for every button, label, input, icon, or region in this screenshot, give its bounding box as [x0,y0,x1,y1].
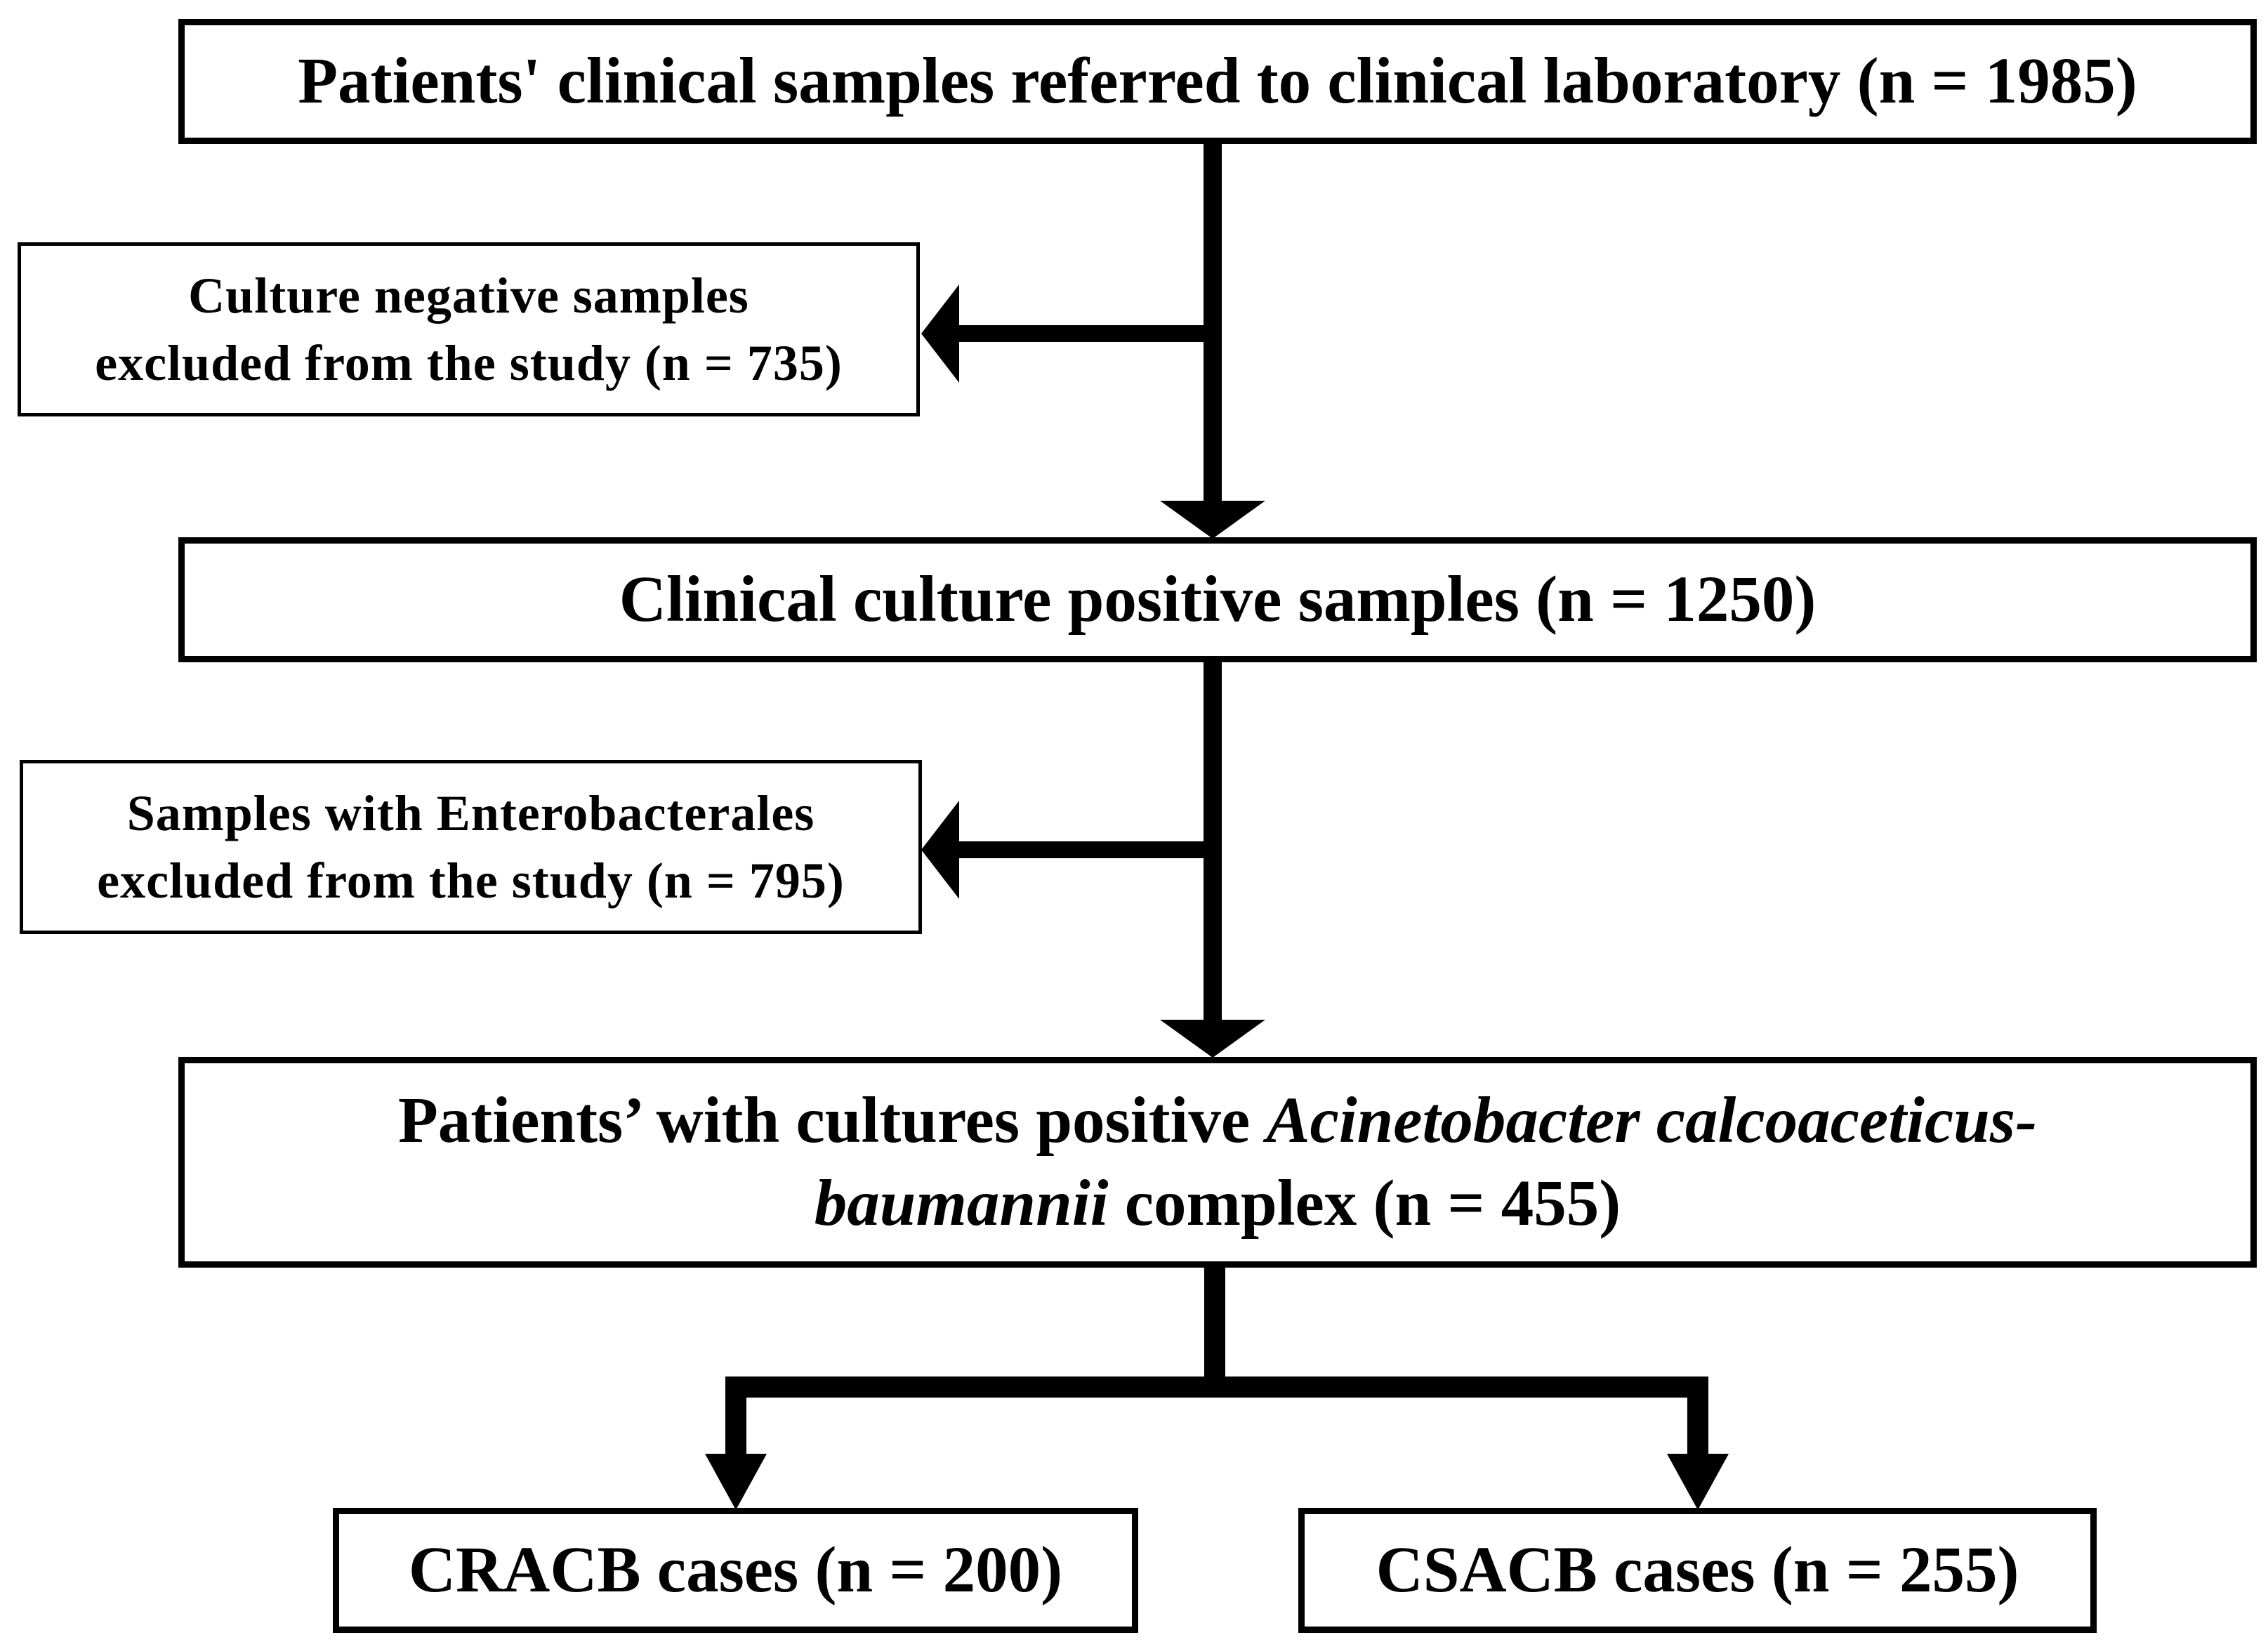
arrowhead-left-exclusion-2 [921,801,959,899]
box-cracb-cases: CRACB cases (n = 200) [333,1508,1138,1633]
box-culture-positive-samples: Clinical culture positive samples (n = 1… [178,537,2257,662]
acb-line2: baumannii complex (n = 455) [815,1162,1621,1245]
box-csacb-cases: CSACB cases (n = 255) [1298,1508,2097,1633]
box-clinical-samples-referred-text: Patients' clinical samples referred to c… [298,45,2137,117]
box-acb-complex-patients: Patients’ with cultures positive Acineto… [178,1057,2257,1268]
acb-line1: Patients’ with cultures positive Acineto… [398,1079,2037,1162]
arrowhead-down-acb [1160,1020,1265,1058]
box-enterobacterales-excluded: Samples with Enterobacterales excluded f… [20,760,922,934]
box-csacb-cases-text: CSACB cases (n = 255) [1376,1534,2019,1606]
box-cracb-cases-text: CRACB cases (n = 200) [408,1534,1063,1606]
arrowhead-down-csacb [1667,1454,1729,1510]
acb-line1-species: Acinetobacter calcoaceticus- [1266,1084,2038,1157]
box-culture-negative-excluded: Culture negative samples excluded from t… [18,242,920,416]
arrowhead-down-cracb [705,1454,767,1510]
enterobacterales-line1: Samples with Enterobacterales [126,785,815,841]
arrowhead-left-exclusion-1 [921,284,959,383]
culture-negative-line1: Culture negative samples [188,268,749,324]
acb-line2-species: baumannii [814,1167,1109,1240]
arrowhead-down-mid [1160,501,1265,539]
enterobacterales-line2: excluded from the study (n = 795) [97,853,845,909]
culture-negative-line2: excluded from the study (n = 735) [95,335,843,391]
box-culture-positive-samples-text: Clinical culture positive samples (n = 1… [619,563,1817,636]
box-clinical-samples-referred: Patients' clinical samples referred to c… [178,19,2257,144]
acb-line2-suffix: complex (n = 455) [1108,1167,1621,1240]
acb-line1-prefix: Patients’ with cultures positive [397,1084,1267,1157]
